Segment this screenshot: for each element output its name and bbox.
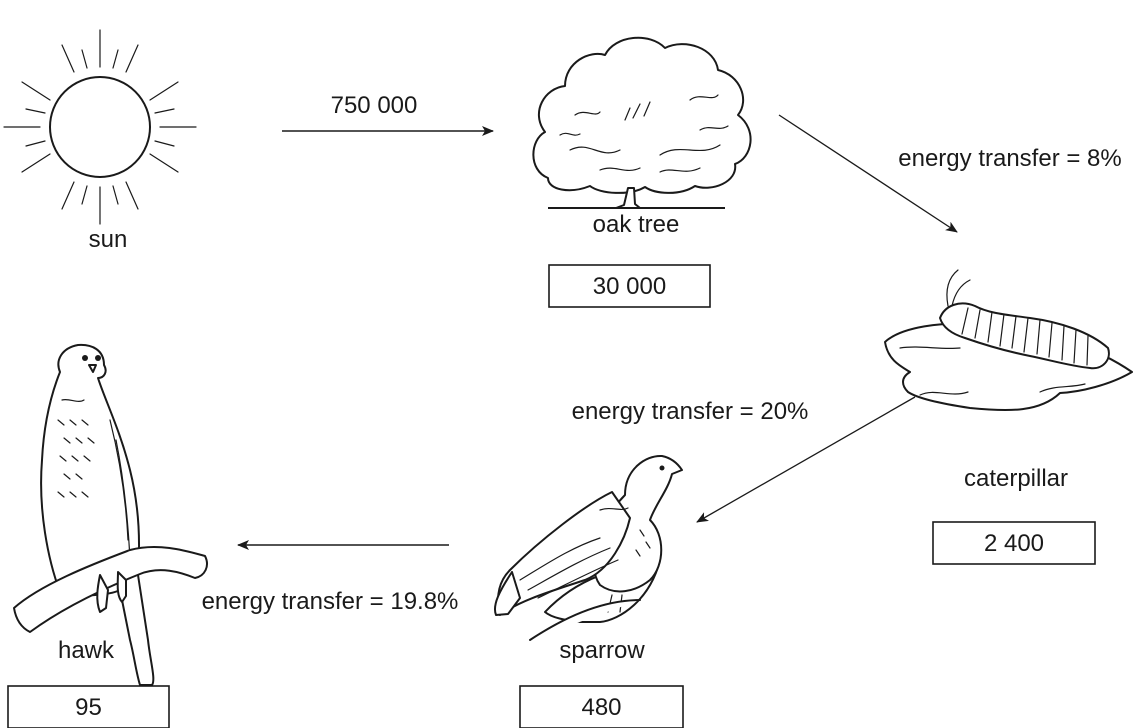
oak-tree-value-box: 30 000 — [548, 264, 711, 308]
sun-icon — [3, 29, 197, 225]
hawk-value: 95 — [75, 694, 102, 721]
caterpillar-icon — [884, 269, 1133, 412]
caterpillar-value: 2 400 — [984, 530, 1044, 557]
oak-tree-icon — [532, 36, 752, 209]
sparrow-icon — [494, 454, 683, 641]
sparrow-value-box: 480 — [519, 685, 684, 728]
sparrow-to-hawk-transfer-label: energy transfer = 19.8% — [202, 588, 459, 615]
sun-label: sun — [89, 226, 128, 253]
arrow-oak-to-caterpillar — [778, 114, 958, 233]
caterpillar-to-sparrow-transfer-label: energy transfer = 20% — [572, 398, 809, 425]
sparrow-label: sparrow — [559, 637, 645, 664]
sparrow-value: 480 — [581, 694, 621, 721]
sun-to-oak-energy-label: 750 000 — [331, 92, 418, 119]
oak-tree-value: 30 000 — [593, 273, 666, 300]
hawk-value-box: 95 — [7, 685, 170, 728]
arrow-caterpillar-to-sparrow — [696, 396, 916, 523]
hawk-icon — [13, 343, 208, 686]
hawk-label: hawk — [58, 637, 115, 664]
oak-tree-label: oak tree — [593, 211, 680, 238]
caterpillar-label: caterpillar — [964, 465, 1068, 492]
caterpillar-value-box: 2 400 — [932, 521, 1096, 565]
oak-to-caterpillar-transfer-label: energy transfer = 8% — [898, 145, 1121, 172]
